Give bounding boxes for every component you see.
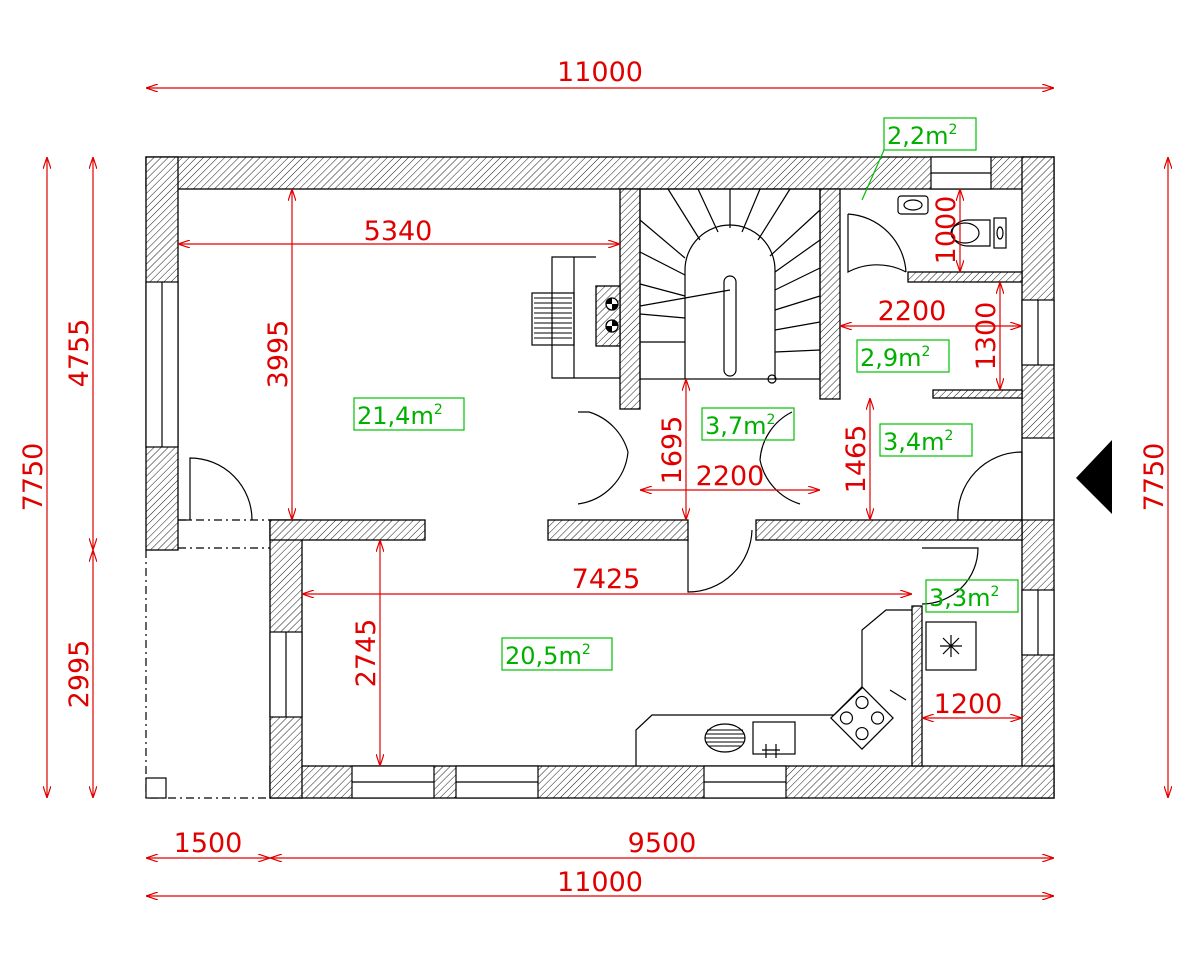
area-kitchen: 20,5m	[505, 642, 582, 670]
svg-text:3,7m2: 3,7m2	[705, 412, 775, 440]
stair-wall-left	[619, 188, 641, 410]
entrance-door-opening	[1021, 437, 1055, 521]
svg-text:21,4m2: 21,4m2	[357, 402, 443, 430]
dimension-labels: 11000 1500 9500 11000 7750 4755 2995 775…	[18, 57, 1170, 898]
dim-kitchen-depth: 2745	[351, 619, 382, 688]
staircase	[639, 188, 821, 384]
doors	[178, 213, 1023, 605]
outer-wall-top	[145, 156, 1055, 190]
area-wc: 2,2m	[887, 122, 949, 150]
dim-hall-width: 2200	[696, 461, 765, 492]
dim-top-total: 11000	[557, 57, 643, 88]
dim-hall-depth: 1695	[657, 416, 688, 485]
svg-text:20,5m2: 20,5m2	[505, 642, 591, 670]
hall-kitchen-wall-b	[755, 519, 1023, 541]
svg-text:3,3m2: 3,3m2	[929, 584, 999, 612]
area-vestibule: 3,4m	[883, 428, 945, 456]
svg-text:3,4m2: 3,4m2	[883, 428, 953, 456]
dim-wc-depth: 1000	[931, 196, 962, 265]
dim-left-lower: 2995	[64, 640, 95, 709]
dim-corridor-width: 2200	[878, 296, 947, 327]
area-pantry: 3,3m	[929, 584, 991, 612]
dim-left-upper: 4755	[64, 319, 95, 388]
windows	[145, 156, 1055, 799]
entrance-door	[957, 451, 1023, 521]
dim-kitchen-width: 7425	[572, 564, 641, 595]
dim-vestibule-depth: 1465	[841, 425, 872, 494]
wc-door	[847, 213, 907, 273]
wc-fixtures	[897, 195, 1007, 249]
dim-bottom-total: 11000	[557, 867, 643, 898]
dim-right-total: 7750	[1139, 443, 1170, 512]
dim-bottom-main: 9500	[628, 828, 697, 859]
dim-left-total: 7750	[18, 443, 49, 512]
wc-wall	[907, 271, 1023, 283]
kitchen-door	[687, 529, 753, 593]
corridor-wall	[932, 389, 1023, 399]
area-labels: 2,2m2 2,9m2 3,7m2 3,4m2 21,4m2 3,3m2 20,…	[353, 117, 1019, 671]
stair-wall-right	[819, 188, 841, 400]
svg-text:2,9m2: 2,9m2	[860, 344, 930, 372]
dim-living-width: 5340	[364, 216, 433, 247]
chimney	[595, 285, 621, 347]
pantry-door	[921, 547, 979, 605]
pantry-wall	[911, 605, 923, 767]
dim-living-depth: 3995	[263, 320, 294, 389]
dim-bottom-left: 1500	[174, 828, 243, 859]
living-hall-door	[577, 411, 629, 505]
entrance-arrow-icon	[1076, 440, 1112, 514]
fireplace	[531, 256, 620, 379]
area-hall: 3,7m	[705, 412, 767, 440]
terrace-outline	[145, 519, 270, 799]
area-corridor: 2,9m	[860, 344, 922, 372]
kitchen-counter	[635, 609, 977, 766]
svg-text:2,2m2: 2,2m2	[887, 122, 957, 150]
terrace-door	[189, 457, 253, 521]
hall-kitchen-wall-a	[547, 519, 689, 541]
area-living: 21,4m	[357, 402, 434, 430]
dim-pantry-width: 1200	[934, 689, 1003, 720]
living-kitchen-wall	[269, 519, 426, 541]
dimension-lines	[47, 88, 1168, 896]
dim-corridor-depth: 1300	[971, 302, 1002, 371]
